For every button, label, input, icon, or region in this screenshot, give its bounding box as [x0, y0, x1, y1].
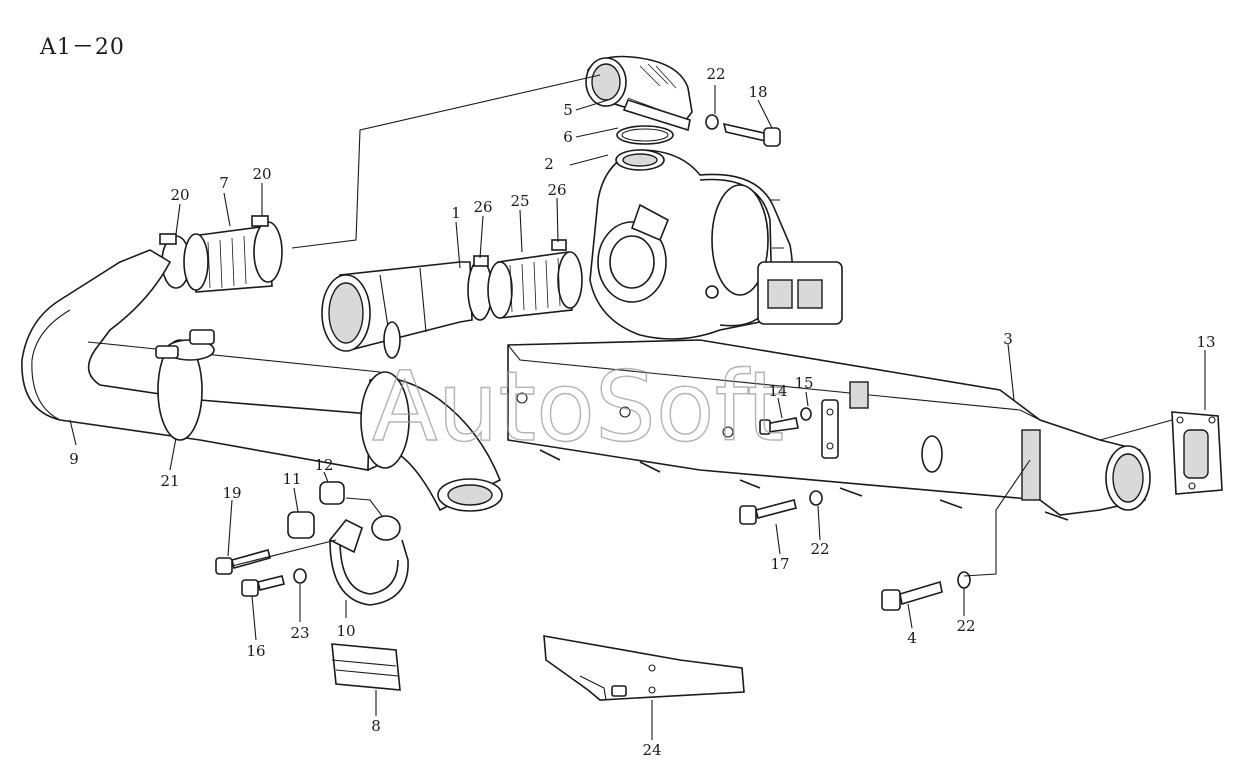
bolt-part-17	[739, 490, 823, 525]
turbocharger-part-2	[589, 149, 843, 340]
callout-16: 16	[246, 642, 265, 660]
callout-9: 9	[69, 450, 79, 468]
callout-14: 14	[768, 382, 787, 400]
callout-23: 23	[290, 624, 309, 642]
callout-8: 8	[371, 717, 381, 735]
callout-19: 19	[222, 484, 241, 502]
callout-20-right: 20	[252, 165, 271, 183]
callout-12: 12	[314, 456, 333, 474]
hose-and-clamps-part-25-26	[467, 239, 583, 321]
washer-bolt-top	[705, 114, 781, 147]
callout-3: 3	[1003, 330, 1013, 348]
hose-and-clamps-part-7-20	[159, 215, 283, 293]
clamps-part-21	[155, 329, 215, 441]
bolts-part-16-19-23	[215, 549, 307, 597]
callout-15: 15	[794, 374, 813, 392]
callout-7: 7	[219, 174, 229, 192]
callout-2: 2	[544, 155, 554, 173]
callout-11: 11	[282, 470, 301, 488]
gasket-part-13	[1171, 411, 1223, 495]
callout-22-bottom: 22	[956, 617, 975, 635]
callout-24: 24	[642, 741, 661, 759]
support-bracket-part-24	[543, 635, 745, 701]
tapered-pipe-part-1	[321, 261, 473, 359]
leader-lines	[69, 74, 1206, 740]
callout-22-middle: 22	[810, 540, 829, 558]
callout-6: 6	[563, 128, 573, 146]
bolt-plate-part-14-15	[759, 399, 839, 459]
watermark-text: AutoSoft	[372, 351, 784, 463]
callout-13: 13	[1196, 333, 1215, 351]
diagram-title: A1－20	[39, 35, 125, 60]
callout-26-left: 26	[473, 198, 492, 216]
bolt-part-4	[881, 571, 971, 611]
callout-17: 17	[770, 555, 789, 573]
bracket-part-8	[331, 643, 401, 691]
callout-10: 10	[336, 622, 355, 640]
callout-18: 18	[748, 83, 767, 101]
callout-26-right: 26	[547, 181, 566, 199]
callout-4: 4	[907, 629, 917, 647]
callout-5: 5	[563, 101, 573, 119]
callout-20-left: 20	[170, 186, 189, 204]
clamp-bracket-part-10-11-12	[287, 481, 409, 606]
elbow-pipe-part-5	[585, 55, 693, 132]
outlet-elbow-pipe	[360, 371, 503, 512]
callout-22-top: 22	[706, 65, 725, 83]
callout-1: 1	[451, 204, 461, 222]
callout-25: 25	[510, 192, 529, 210]
callout-21: 21	[160, 472, 179, 490]
